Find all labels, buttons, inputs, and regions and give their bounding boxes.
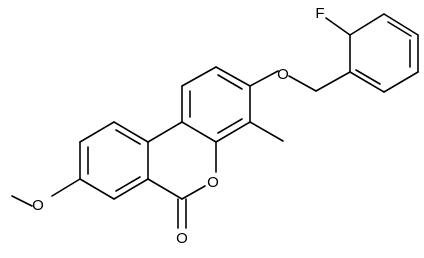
- bond: [349, 71, 385, 93]
- bond: [51, 178, 81, 197]
- bond: [181, 185, 206, 200]
- bond: [113, 178, 149, 200]
- bond: [288, 75, 317, 92]
- bond: [147, 178, 183, 200]
- bond: [115, 176, 141, 192]
- bond: [79, 121, 115, 143]
- bond: [11, 195, 33, 207]
- carbonyl-oxygen-atom-label: O: [176, 230, 188, 247]
- bond: [215, 66, 251, 87]
- bond: [79, 178, 115, 200]
- bond: [355, 69, 381, 85]
- ether-oxygen-atom-label: O: [277, 66, 289, 83]
- bond: [181, 121, 217, 143]
- bond: [181, 66, 217, 87]
- bond: [249, 70, 279, 87]
- bond: [315, 71, 351, 92]
- bond: [325, 17, 351, 36]
- bond: [249, 121, 284, 142]
- atom-labels: F O O O O: [32, 5, 324, 247]
- bond: [387, 21, 412, 37]
- bond: [215, 121, 251, 143]
- bond: [217, 118, 243, 134]
- bond: [217, 74, 243, 90]
- ring-oxygen-atom-label: O: [207, 174, 219, 191]
- bond: [115, 129, 141, 145]
- bond: [383, 71, 419, 93]
- bond: [349, 13, 385, 36]
- bond: [383, 13, 419, 36]
- methoxy-oxygen-atom-label: O: [32, 197, 44, 214]
- bond: [113, 121, 149, 143]
- bonds: [11, 13, 419, 229]
- fluorine-atom-label: F: [315, 5, 324, 22]
- bond: [147, 121, 183, 143]
